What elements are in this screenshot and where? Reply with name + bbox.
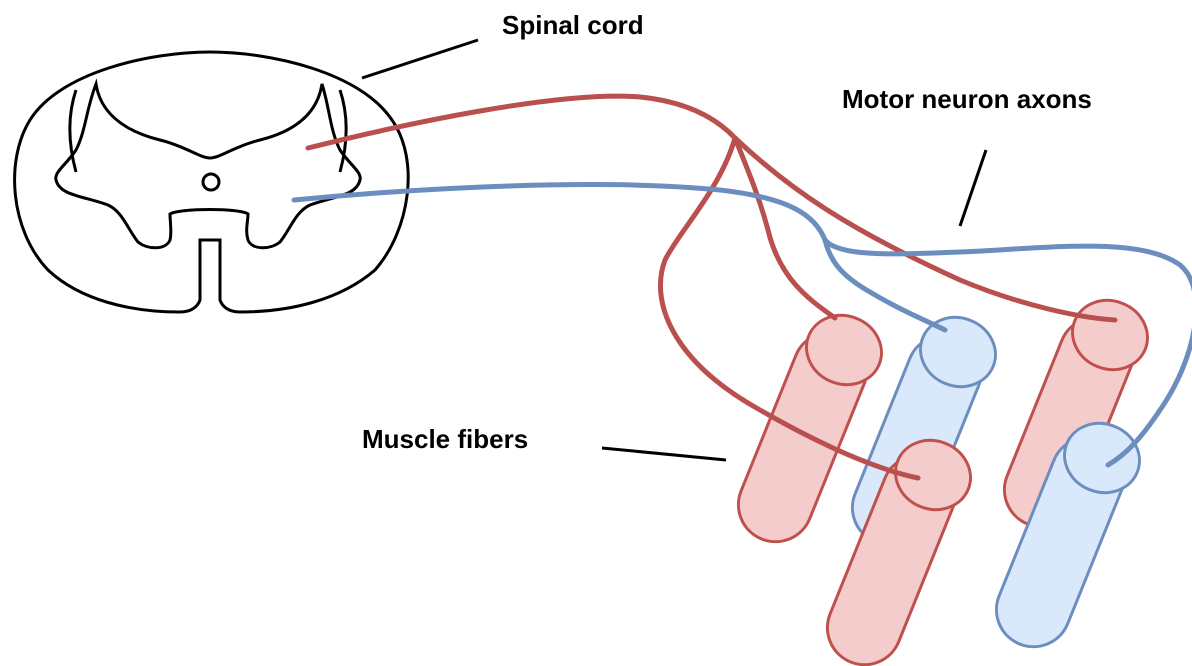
axon-blue <box>294 185 825 240</box>
spinal-cord-leader <box>362 40 478 78</box>
muscle-fiber-red-3 <box>816 429 981 666</box>
grey-matter <box>56 84 360 248</box>
spinal-cord-outline <box>15 52 409 312</box>
lateral-boundary-right <box>340 90 346 172</box>
muscle-fibers <box>727 289 1158 666</box>
motor-neuron-axons-leader <box>960 150 986 226</box>
axon-red <box>308 96 735 148</box>
spinal-cord-label: Spinal cord <box>502 10 644 40</box>
muscle-fibers-leader <box>602 448 726 460</box>
motor-neuron-axons-label: Motor neuron axons <box>842 84 1092 114</box>
central-canal <box>203 174 219 190</box>
muscle-fibers-label: Muscle fibers <box>362 424 528 454</box>
lateral-boundary-left <box>70 90 76 172</box>
spinal-cord-cross-section <box>15 52 409 312</box>
axon-red-branch-1 <box>735 138 1115 320</box>
